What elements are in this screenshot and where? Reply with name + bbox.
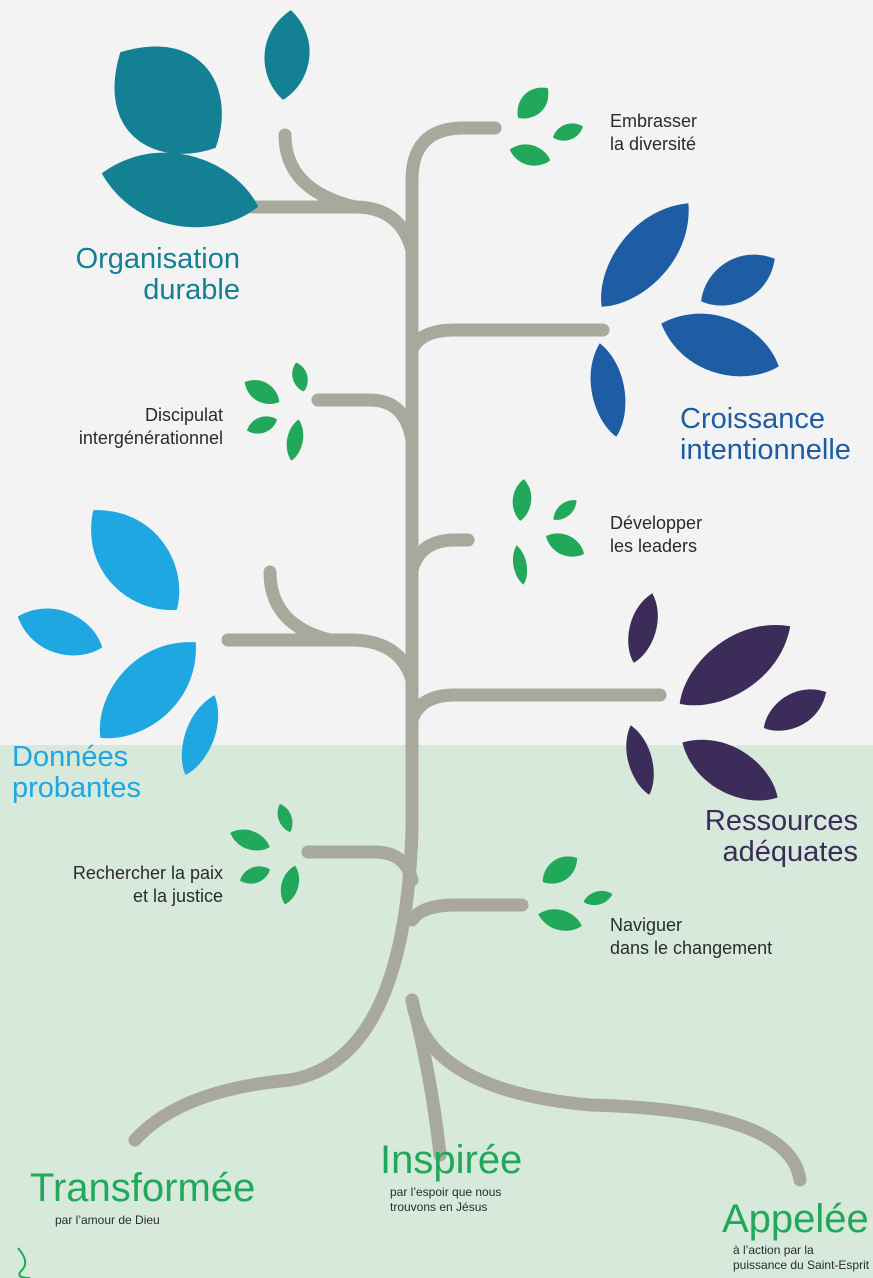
branch-ressources: [405, 688, 667, 727]
pillar-donnees-line1: Données: [12, 741, 129, 773]
branch-label-developper: Développer les leaders: [610, 512, 702, 558]
branch-label-rechercher-line2: et la justice: [132, 886, 223, 906]
branch-donnees-twig: [263, 565, 337, 647]
branch-label-discipulat-line1: Discipulat: [144, 405, 223, 425]
pillar-organisation: Organisation durable: [76, 244, 240, 306]
branch-rechercher: [301, 845, 419, 887]
branch-label-rechercher-line1: Rechercher la paix: [72, 863, 223, 883]
pillar-ressources: Ressources adéquates: [705, 806, 858, 868]
branch-label-naviguer-line1: Naviguer: [610, 915, 683, 935]
root-appelee-line1: à l’action par la: [733, 1243, 814, 1257]
blue-leaf-cluster: [590, 203, 779, 437]
branch-croissance: [405, 323, 610, 357]
pillar-croissance-line2: intentionnelle: [680, 434, 851, 466]
branch-label-embrasser-line1: Embrasser: [610, 111, 698, 131]
branch-label-naviguer-line2: dans le changement: [610, 938, 773, 958]
root-inspiree-line1: par l’espoir que nous: [390, 1185, 502, 1199]
branch-label-embrasser: Embrasser la diversité: [610, 110, 697, 156]
branch-label-developper-line1: Développer: [610, 513, 703, 533]
green-leaf-cluster-naviguer: [538, 856, 613, 931]
pillar-ressources-line2: adéquates: [722, 836, 858, 868]
pillar-organisation-line1: Organisation: [75, 243, 240, 275]
branch-label-discipulat-line2: intergénérationnel: [78, 428, 223, 448]
pillar-organisation-line2: durable: [143, 274, 240, 306]
root-right: [405, 993, 807, 1187]
branch-organisation-twig: [278, 128, 362, 214]
branch-label-rechercher: Rechercher la paix et la justice: [73, 862, 223, 908]
trunk: [405, 121, 502, 837]
branch-discipulat: [311, 393, 419, 447]
curl-decoration: [17, 1247, 31, 1278]
green-leaf-cluster-rechercher: [230, 803, 300, 905]
branch-label-embrasser-line2: la diversité: [610, 134, 697, 154]
branch-label-discipulat: Discipulat intergénérationnel: [79, 404, 223, 450]
purple-leaf-cluster: [626, 593, 827, 801]
pillar-croissance: Croissance intentionnelle: [680, 404, 851, 466]
root-inspiree-line2: trouvons en Jésus: [390, 1200, 488, 1214]
branch-developper: [405, 533, 475, 577]
pillar-croissance-line1: Croissance: [680, 403, 826, 435]
root-appelee-title: Appelée: [722, 1197, 869, 1241]
root-transformee-title: Transformée: [30, 1166, 256, 1210]
root-inspiree-title: Inspirée: [380, 1138, 523, 1182]
green-leaf-cluster-discipulat: [244, 362, 308, 461]
branch-label-developper-line2: les leaders: [610, 536, 698, 556]
branch-organisation: [245, 200, 419, 257]
root-appelee-line2: puissance du Saint-Esprit: [733, 1258, 870, 1272]
pillar-donnees-line2: probantes: [12, 772, 141, 804]
branch-naviguer: [405, 898, 529, 927]
branch-label-naviguer: Naviguer dans le changement: [610, 914, 772, 960]
pillar-donnees: Données probantes: [12, 742, 141, 804]
green-leaf-cluster-embrasser: [509, 87, 584, 166]
ground-area: [0, 745, 873, 1278]
pillar-ressources-line1: Ressources: [704, 805, 858, 837]
root-left: [128, 823, 419, 1147]
teal-leaf-cluster: [101, 10, 310, 228]
sky-leaf-cluster: [17, 510, 219, 775]
green-leaf-cluster-developper: [512, 479, 585, 585]
branch-donnees: [221, 633, 419, 687]
root-transformee-line1: par l’amour de Dieu: [55, 1213, 160, 1227]
